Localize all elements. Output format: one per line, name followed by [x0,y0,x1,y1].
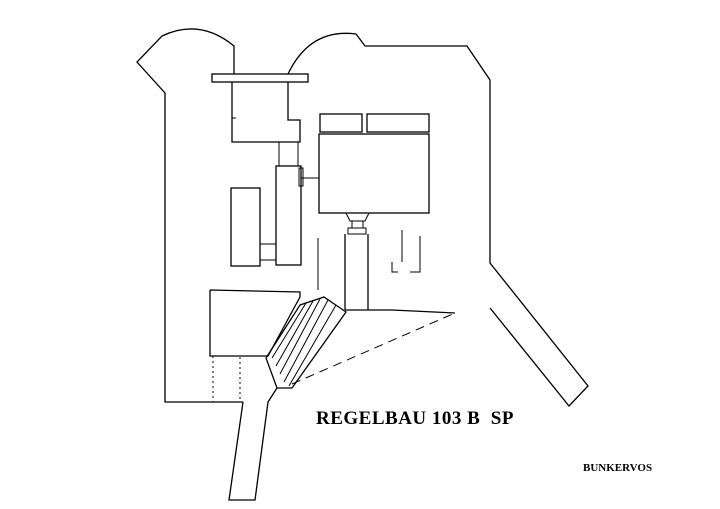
lower-room-walls [344,234,456,314]
upper-left-room [231,82,301,143]
periscope-mount [345,212,370,228]
top-embrasure [211,73,309,83]
outer-wall-right [287,32,589,407]
stairs [265,296,347,389]
passage-connector [278,142,299,166]
periscope-base [347,227,367,235]
entrance-corridor [228,387,278,501]
top-partition-right [366,113,430,133]
side-room [230,187,261,267]
side-room-link [259,243,277,261]
stair-treads [271,298,337,387]
credit-label: BUNKERVOS [583,462,653,474]
outer-wall-left [136,28,243,403]
field-of-fire-line [291,312,456,385]
lower-left-room [209,289,301,357]
top-partition-left [319,113,363,133]
main-room [318,133,430,214]
central-passage [275,165,302,266]
lower-room-walls-2 [317,230,421,290]
door-marker [298,167,304,187]
lower-left-dotted [212,356,241,402]
plan-title: REGELBAU 103 B SP [316,408,514,429]
